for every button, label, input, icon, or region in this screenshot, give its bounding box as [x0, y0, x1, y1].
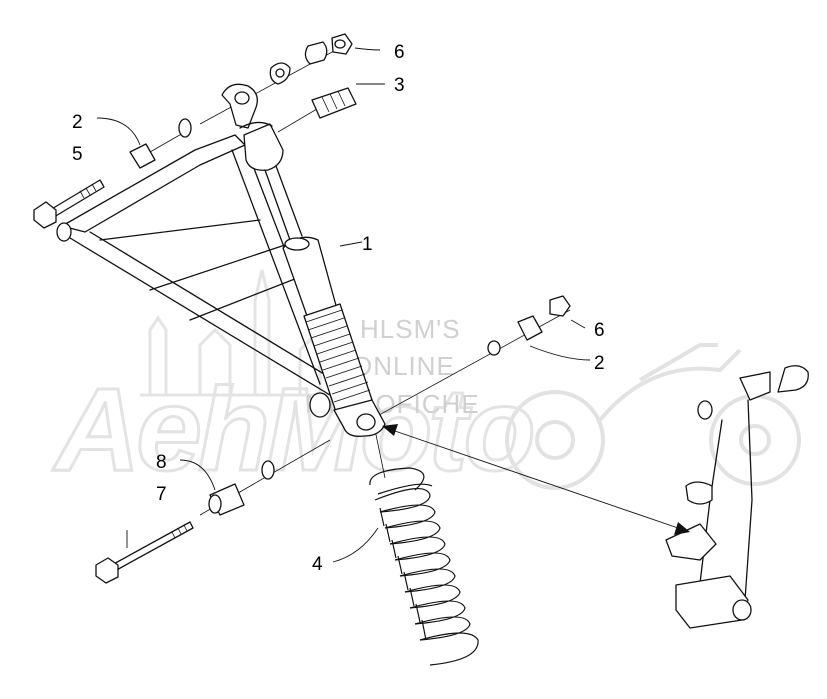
top-hardware	[178, 33, 357, 138]
watermark-motorcycle-icon	[505, 343, 801, 490]
callout-5: 5	[72, 144, 83, 165]
coil-spring	[369, 467, 479, 666]
callout-6-middle: 6	[594, 320, 605, 341]
double-arrow	[382, 424, 690, 535]
lower-bolt	[95, 460, 275, 584]
shock-absorber	[221, 83, 386, 437]
watermark-logo: AehMoto	[52, 364, 533, 496]
watermark-line-1: HLSM'S	[360, 314, 461, 344]
middle-hardware	[487, 295, 571, 356]
leader-lines	[96, 47, 591, 563]
callout-2-top: 2	[72, 112, 83, 133]
callout-3: 3	[394, 75, 405, 96]
callouts: 6 3 2 5 1 6 2 8 7 4	[72, 42, 605, 575]
spindle	[665, 365, 809, 629]
callout-6-top: 6	[394, 42, 405, 63]
watermark-line-2: ONLINE	[352, 351, 455, 381]
watermark: AehMoto HLSM'S ONLINE MICROFICHE	[51, 269, 801, 498]
callout-1: 1	[362, 234, 373, 255]
callout-2-middle: 2	[594, 353, 605, 374]
callout-8: 8	[156, 452, 167, 473]
upper-bolt	[33, 143, 156, 229]
callout-7: 7	[156, 484, 167, 505]
callout-4: 4	[312, 554, 323, 575]
